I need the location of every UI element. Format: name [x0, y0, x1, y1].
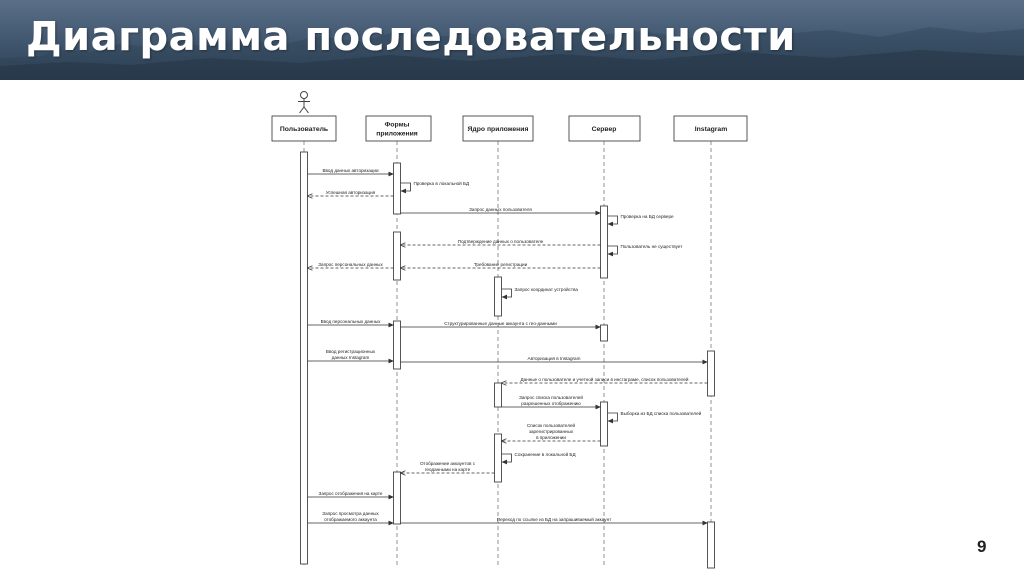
message-label-line: Авторизация в Instagram	[528, 356, 581, 361]
participant-label-line: Пользователь	[280, 126, 328, 133]
message-label-line: Запрос отображения на карте	[319, 491, 383, 496]
message-label-line: Ввод регистрационных	[326, 349, 376, 354]
self-message-arrow	[502, 454, 512, 462]
activation-bar-core	[495, 277, 502, 316]
participant-label-core: Ядро приложения	[468, 126, 529, 133]
message-label-line: Выборка из БД списка пользователей	[621, 410, 702, 416]
activation-bar-user	[301, 152, 308, 564]
page-number: 9	[977, 537, 986, 557]
participant-label-user: Пользователь	[280, 126, 328, 133]
self-message-arrow	[608, 216, 618, 224]
participant-label-line: Сервер	[592, 126, 617, 133]
message-label-line: Список пользователей	[527, 422, 576, 428]
activation-bar-server	[601, 325, 608, 341]
message-label-line: Переход по ссылке из БД на запрашиваемый…	[497, 516, 612, 522]
message-label-line: Запрос списка пользователей	[519, 394, 583, 400]
message-label: Успешная авторизация	[326, 190, 376, 195]
message-label: Ввод данных авторизации	[322, 168, 379, 173]
activation-bar-insta	[708, 351, 715, 396]
message-label: Авторизация в Instagram	[528, 356, 581, 361]
activation-bar-forms	[394, 163, 401, 214]
participant-label-line: Формы	[385, 122, 410, 129]
message-label: Запрос персональных данных	[318, 262, 383, 267]
actor-icon-head	[301, 92, 308, 99]
message-label-line: Отображение аккаунтов с	[420, 461, 476, 466]
message-label-line: Данные о пользователе и учетной записи в…	[521, 376, 689, 382]
message-label-line: Проверка в локальной БД	[414, 180, 471, 186]
message-label-line: Пользователь не существует	[621, 244, 684, 249]
message-label-line: Сохранение в локальной БД	[515, 451, 577, 457]
activation-bar-server	[601, 206, 608, 278]
message-label: Данные о пользователе и учетной записи в…	[521, 376, 689, 382]
message-label: Запрос координат устройства	[515, 286, 579, 292]
message-label: Выборка из БД списка пользователей	[621, 410, 702, 416]
message-label: Ввод персональных данных	[321, 319, 382, 324]
activation-bar-forms	[394, 472, 401, 524]
participant-label-line: Ядро приложения	[468, 126, 529, 133]
participant-label-insta: Instagram	[695, 126, 727, 133]
message-label: Требование регистрации	[474, 262, 528, 267]
message-label: Проверка на БД сервере	[621, 214, 675, 219]
message-label-line: Успешная авторизация	[326, 190, 376, 195]
message-label-line: Проверка на БД сервере	[621, 214, 675, 219]
message-label-line: данных Instagram	[332, 355, 370, 360]
activation-bar-core	[495, 434, 502, 482]
message-label-line: Запрос персональных данных	[318, 262, 383, 267]
message-label: Переход по ссылке из БД на запрашиваемый…	[497, 516, 612, 522]
actor-icon-left-leg	[300, 107, 305, 113]
message-label-line: разрешенных отображению	[521, 401, 581, 406]
activation-bar-forms	[394, 321, 401, 369]
self-message-arrow	[401, 183, 411, 191]
message-label: Пользователь не существует	[621, 244, 684, 249]
participant-label-server: Сервер	[592, 126, 617, 133]
actor-icon-right-leg	[304, 107, 309, 113]
self-message-arrow	[502, 289, 512, 297]
message-label-line: зарегистрированных	[529, 429, 574, 434]
message-label: Проверка в локальной БД	[414, 180, 471, 186]
message-label-line: Запрос данных пользователя	[469, 207, 532, 212]
activation-bar-core	[495, 383, 502, 407]
activation-bar-insta	[708, 522, 715, 568]
actor-icon	[298, 92, 310, 114]
message-label: Структурированные данные аккаунта с гео-…	[444, 321, 557, 326]
message-label-line: в приложении	[536, 435, 566, 440]
participant-label-line: Instagram	[695, 126, 727, 133]
message-label: Запрос данных пользователя	[469, 207, 532, 212]
self-message-arrow	[608, 413, 618, 421]
message-label-line: Запрос координат устройства	[515, 286, 579, 292]
message-label-line: Запрос просмотра данных	[322, 511, 379, 516]
message-label-line: отображаемого аккаунта	[324, 517, 377, 522]
activation-bar-forms	[394, 232, 401, 280]
message-label-line: Подтверждение данных о пользователе	[458, 239, 544, 244]
message-label-line: Ввод персональных данных	[321, 319, 382, 324]
message-label: Сохранение в локальной БД	[515, 451, 577, 457]
message-label-line: Структурированные данные аккаунта с гео-…	[444, 321, 557, 326]
activation-bar-server	[601, 402, 608, 446]
message-label: Подтверждение данных о пользователе	[458, 239, 544, 244]
message-label-line: геоданными на карте	[425, 467, 471, 472]
message-label: Запрос отображения на карте	[319, 491, 383, 496]
message-label-line: Требование регистрации	[474, 262, 528, 267]
self-message-arrow	[608, 246, 618, 254]
message-label-line: Ввод данных авторизации	[322, 168, 379, 173]
participant-label-line: приложения	[376, 131, 418, 138]
